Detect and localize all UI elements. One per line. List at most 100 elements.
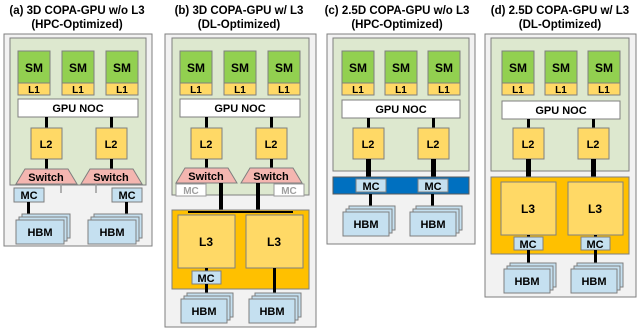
mc-block-inactive <box>175 183 207 197</box>
gpu-noc <box>501 100 621 120</box>
hbm-label: HBM <box>191 306 216 318</box>
l1-label: L1 <box>116 85 128 96</box>
panel-c: SM SM SM L1 L1 L1 GPU NOC L2 L2 MC MC <box>326 33 476 245</box>
l2-block <box>352 127 385 160</box>
gpu-noc <box>17 98 139 118</box>
title-a-line2: (HPC-Optimized) <box>31 19 123 31</box>
hbm-stack <box>342 211 390 237</box>
sm-block <box>341 50 375 84</box>
sm-label: SM <box>392 61 410 75</box>
mc-die-c <box>332 176 470 195</box>
l2-block <box>95 127 128 160</box>
hbm-stack <box>503 268 551 294</box>
mc-block <box>417 178 449 193</box>
l2-label: L2 <box>200 139 213 151</box>
l1-block <box>17 82 51 96</box>
l2-block <box>417 127 450 160</box>
l2-label: L2 <box>40 139 53 151</box>
gpu-noc-label: GPU NOC <box>52 103 103 115</box>
mc-label: MC <box>586 239 603 251</box>
sm-label: SM <box>231 61 249 75</box>
hbm-label: HBM <box>353 219 378 231</box>
l3-label: L3 <box>588 202 602 216</box>
panel-a: SM SM SM L1 L1 L1 GPU NOC L2 L2 Switch S… <box>3 33 153 247</box>
l2-label: L2 <box>427 139 440 151</box>
title-a-line1: (a) 3D COPA-GPU w/o L3 <box>9 5 144 17</box>
sm-block <box>223 50 257 84</box>
l1-block <box>427 82 461 96</box>
hbm-stack <box>15 219 65 245</box>
l1-label: L1 <box>598 85 610 96</box>
l1-block <box>179 82 213 96</box>
switch-label: Switch <box>188 171 224 183</box>
sm-label: SM <box>349 61 367 75</box>
gpu-noc-label: GPU NOC <box>535 105 586 117</box>
hbm-label: HBM <box>514 276 539 288</box>
hbm-stack <box>87 219 137 245</box>
l2-block <box>512 127 545 160</box>
mc-label: MC <box>519 239 536 251</box>
switch <box>175 167 238 184</box>
title-c-line2: (HPC-Optimized) <box>351 19 443 31</box>
switch-label: Switch <box>93 172 129 184</box>
sm-label: SM <box>25 61 43 75</box>
l1-block <box>384 82 418 96</box>
sm-block <box>179 50 213 84</box>
sm-label: SM <box>69 61 87 75</box>
title-b-line2: (DL-Optimized) <box>198 19 281 31</box>
hbm-label: HBM <box>581 276 606 288</box>
l3-label: L3 <box>267 235 281 249</box>
l1-block <box>105 82 139 96</box>
switch <box>80 168 143 185</box>
sm-block <box>384 50 418 84</box>
mc-label: MC <box>20 190 37 202</box>
l2-label: L2 <box>105 139 118 151</box>
l1-label: L1 <box>352 85 364 96</box>
l3-label: L3 <box>199 235 213 249</box>
l1-label: L1 <box>190 85 202 96</box>
l1-label: L1 <box>512 85 524 96</box>
hbm-label: HBM <box>99 227 124 239</box>
l2-label: L2 <box>362 139 375 151</box>
panel-d: SM SM SM L1 L1 L1 GPU NOC L2 L2 L3 L3 MC <box>484 33 637 298</box>
l1-label: L1 <box>438 85 450 96</box>
title-d-line1: (d) 2.5D COPA-GPU w/ L3 <box>491 5 629 17</box>
sm-label: SM <box>113 61 131 75</box>
l3-block <box>500 181 557 236</box>
l1-label: L1 <box>395 85 407 96</box>
mc-label: MC <box>183 186 199 197</box>
l1-block <box>587 82 621 96</box>
l1-block <box>223 82 257 96</box>
hbm-label: HBM <box>259 306 284 318</box>
sm-block <box>587 50 621 84</box>
gpu-noc <box>179 98 301 118</box>
hbm-stack <box>180 298 228 324</box>
hbm-label: HBM <box>27 227 52 239</box>
mc-label: MC <box>424 181 441 193</box>
l2-label: L2 <box>265 139 278 151</box>
hbm-stack <box>248 298 296 324</box>
l1-block <box>341 82 375 96</box>
mc-block <box>355 178 387 193</box>
l3-block <box>245 214 304 269</box>
hbm-stack <box>409 211 457 237</box>
mc-label: MC <box>281 186 297 197</box>
sm-label: SM <box>275 61 293 75</box>
l1-label: L1 <box>72 85 84 96</box>
switch-label: Switch <box>253 171 289 183</box>
l2-block <box>255 127 288 160</box>
panel-b: SM SM SM L1 L1 L1 GPU NOC L2 L2 Switch S… <box>164 33 317 328</box>
gpu-noc-label: GPU NOC <box>375 104 426 116</box>
l1-label: L1 <box>278 85 290 96</box>
title-d-line2: (DL-Optimized) <box>519 19 602 31</box>
gpu-noc <box>341 99 461 119</box>
hbm-stack <box>570 268 618 294</box>
sm-label: SM <box>509 61 527 75</box>
sm-label: SM <box>187 61 205 75</box>
switch-label: Switch <box>28 172 64 184</box>
title-b-line1: (b) 3D COPA-GPU w/ L3 <box>175 5 304 17</box>
l3-label: L3 <box>521 202 535 216</box>
mc-label: MC <box>362 181 379 193</box>
switch <box>15 168 78 185</box>
